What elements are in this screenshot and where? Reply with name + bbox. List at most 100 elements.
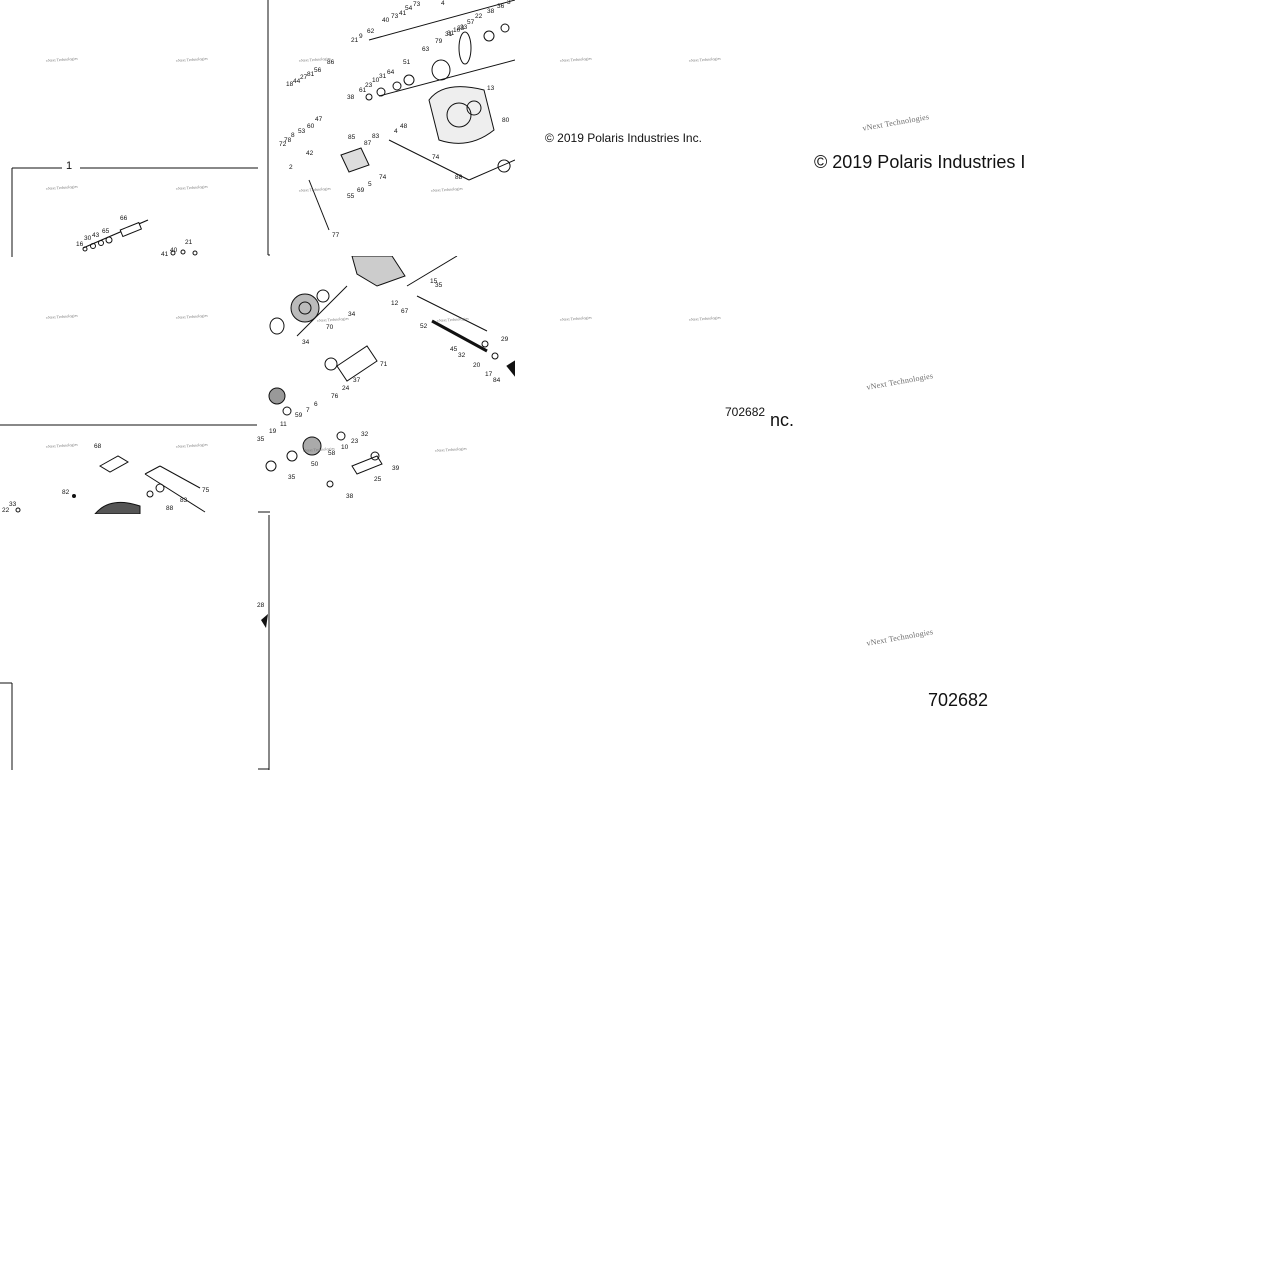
tile-left-band: vNext Technologies vNext Technologies [0,257,257,424]
assembly-callout-label: 1 [66,160,73,172]
callout-label: 81 [307,71,315,78]
callout-label: 19 [269,428,277,435]
watermark-text: vNext Technologies [46,313,79,320]
callout-label: 75 [202,487,210,494]
callout-label: 13 [487,85,495,92]
callout-label: 38 [487,8,495,15]
callout-label: 7 [306,407,310,414]
callout-label: 22 [2,507,10,514]
callout-label: 38 [347,94,355,101]
callout-label: 58 [328,450,336,457]
watermark-text: vNext Technologies [689,56,722,63]
shaft-diagram [82,219,198,256]
figure-number-label: 702682 [928,690,989,710]
callout-label: 87 [364,140,372,147]
watermark-text: vNext Technologies [689,315,722,322]
callout-label: 20 [473,362,481,369]
callout-label: 22 [475,13,483,20]
watermark-large: vNext Technologies [866,371,934,392]
watermark-large: vNext Technologies [862,112,930,133]
callout-label: 65 [102,228,110,235]
tile-left-mid: vNext Technologies vNext Technologies 66… [13,170,257,256]
watermark-text: vNext Technologies [299,186,332,193]
copyright-label: © 2019 Polaris Industries Inc. [545,131,702,145]
callout-label: 68 [94,443,102,450]
callout-label: 15 [430,278,438,285]
callout-label: 42 [306,150,314,157]
callout-label: 55 [347,193,355,200]
callout-label: 3 [507,0,511,6]
callout-label: 40 [382,17,390,24]
watermark-text: vNext Technologies [299,56,332,63]
callout-label: 5 [368,181,372,188]
callout-label: 47 [315,116,323,123]
callout-label: 6 [314,401,318,408]
callout-label: 36 [497,3,505,10]
callout-label: 31 [445,31,453,38]
watermark-text: vNext Technologies [435,446,468,453]
callout-label: 34 [302,339,310,346]
callout-label: 27 [300,74,308,81]
callout-label: 18 [286,81,294,88]
callout-label: 44 [293,78,301,85]
callout-label: 64 [387,69,395,76]
watermark-text: vNext Technologies [303,446,336,453]
figure-number: 702682 [725,405,765,419]
watermark-text: vNext Technologies [431,186,464,193]
callout-label: 69 [357,187,365,194]
watermark-text: vNext Technologies [560,315,593,322]
callout-label: 60 [307,123,315,130]
callout-label: 83 [180,497,188,504]
housing-diagram [15,455,206,514]
callout-label: 8 [291,132,295,139]
watermark-large: vNext Technologies [866,627,934,648]
callout-label: 76 [331,393,339,400]
callout-label: 23 [351,438,359,445]
callout-label: 23 [460,24,468,31]
callout-label: 35 [435,282,443,289]
callout-label: 66 [120,215,128,222]
watermark-text: vNext Technologies [176,313,209,320]
callout-label: 32 [458,352,466,359]
callout-label: 80 [502,117,510,124]
callout-label: 77 [332,232,340,239]
assembly-callout-number: 1 [66,160,72,172]
callout-label: 12 [391,300,399,307]
tile-center-exploded: 15 35 12 67 52 34 70 34 29 45 32 20 17 8… [257,256,515,511]
figure-number-label: 702682 [725,405,766,419]
callout-label: 35 [288,474,296,481]
callout-label: 10 [341,444,349,451]
callout-label: 70 [326,324,334,331]
callout-label: 38 [346,493,354,500]
watermark-text: vNext Technologies [865,627,934,648]
callout-label: 78 [284,137,292,144]
copyright-fragment-label: nc. [770,410,795,430]
callout-label: 88 [455,174,463,181]
figure-number-large: 702682 [928,690,988,711]
callout-label: 83 [372,133,380,140]
gear-diagram [265,256,515,488]
callout-label: 25 [374,476,382,483]
callout-label: 39 [392,465,400,472]
tile-right-top: vNext Technologies vNext Technologies [516,0,773,128]
callout-label: 31 [447,30,455,37]
callout-label: 33 [9,501,17,508]
copyright-text-cropped: © 2019 Polaris Industries I [814,152,1028,173]
tile-top-exploded: 73 40 73 41 54 21 9 62 22 57 23 31 36 38… [269,0,515,254]
callout-label: 56 [314,67,322,74]
callout-label: 37 [353,377,361,384]
watermark-text: vNext Technologies [317,316,350,323]
callout-label: 73 [413,1,421,8]
callout-label: 24 [342,385,350,392]
watermark-text: vNext Technologies [46,184,79,191]
callout-label: 10 [372,77,380,84]
callout-label: 62 [367,28,375,35]
callout-label: 31 [379,73,387,80]
tile-left-bottom: vNext Technologies vNext Technologies 68… [0,426,257,514]
callout-label: 74 [379,174,387,181]
callout-label: 71 [380,361,388,368]
callout-label: 11 [280,421,287,428]
copyright-text: © 2019 Polaris Industries Inc. [545,131,702,145]
callout-label: 10 [453,27,461,34]
callout-label: 48 [400,123,408,130]
